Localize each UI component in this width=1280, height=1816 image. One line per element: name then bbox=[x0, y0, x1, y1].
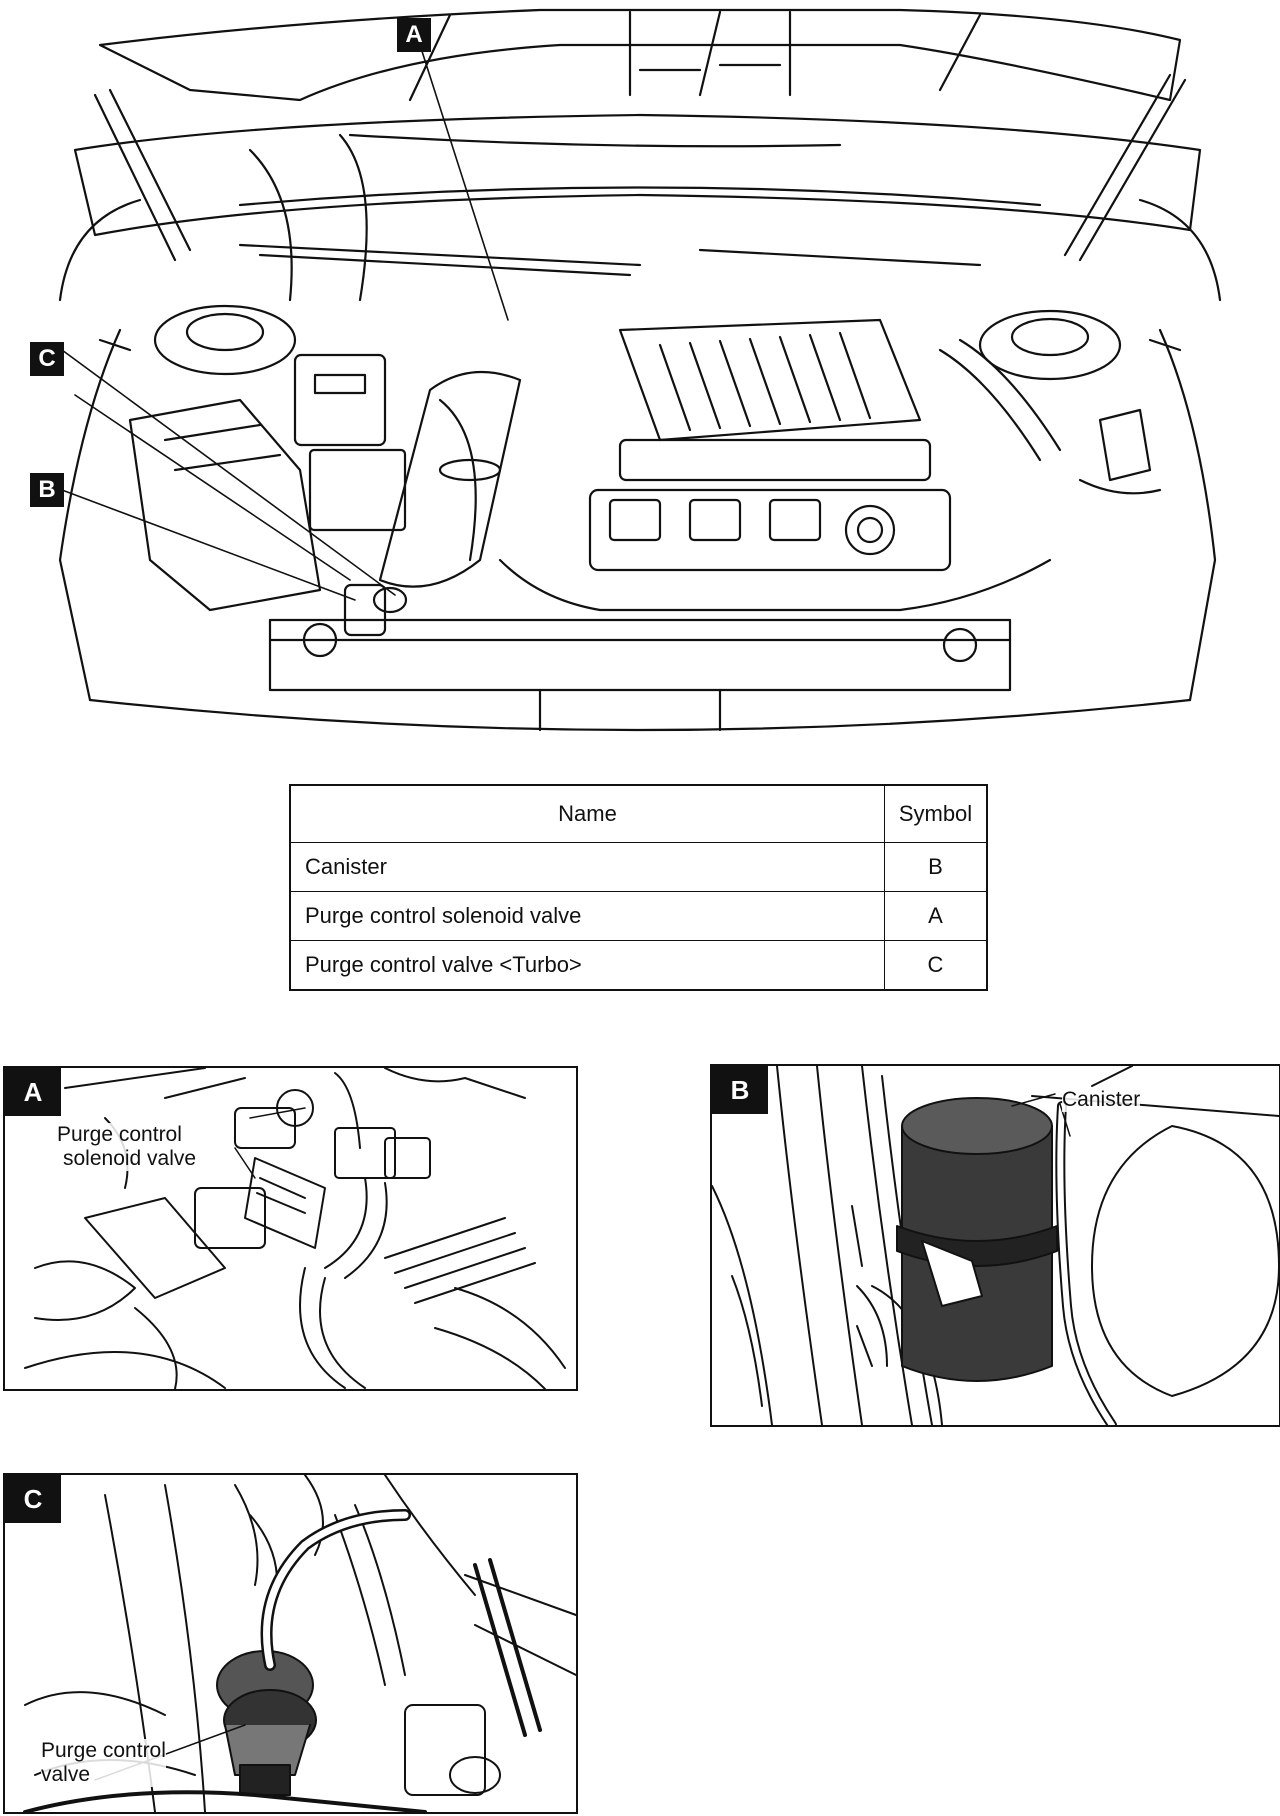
panel-c-tag: C bbox=[5, 1475, 61, 1523]
purge-solenoid-label-line2: solenoid valve bbox=[63, 1147, 197, 1170]
row-name: Canister bbox=[289, 842, 885, 892]
panel-a-tag: A bbox=[5, 1068, 61, 1116]
purge-solenoid-label: Purge control solenoid valve bbox=[57, 1123, 197, 1171]
purge-valve-detail-drawing bbox=[23, 1475, 576, 1812]
purge-valve-label: Purge control valve bbox=[41, 1739, 166, 1787]
panel-b-tag: B bbox=[712, 1066, 768, 1114]
header-name: Name bbox=[289, 784, 885, 843]
detail-panel-b: B Canister bbox=[710, 1064, 1280, 1427]
header-symbol: Symbol bbox=[884, 784, 988, 843]
row-symbol: A bbox=[884, 891, 988, 941]
table-row: Purge control solenoid valve A bbox=[289, 891, 988, 941]
callout-b: B bbox=[30, 473, 64, 507]
component-legend-table: Name Symbol Canister B Purge control sol… bbox=[289, 784, 988, 991]
detail-panel-a: A Purge control solenoid valve bbox=[3, 1066, 578, 1391]
canister-label: Canister bbox=[1062, 1088, 1141, 1112]
purge-valve-label-line2: valve bbox=[41, 1763, 91, 1786]
row-name: Purge control valve <Turbo> bbox=[289, 940, 885, 991]
purge-valve-label-line1: Purge control bbox=[41, 1739, 166, 1762]
engine-bay-illustration bbox=[58, 8, 1222, 732]
purge-solenoid-detail-drawing bbox=[24, 1068, 566, 1389]
table-row: Purge control valve <Turbo> C bbox=[289, 940, 988, 991]
canister-detail-drawing bbox=[712, 1066, 1279, 1425]
table-header-row: Name Symbol bbox=[289, 784, 988, 843]
callout-a: A bbox=[397, 18, 431, 52]
callout-c: C bbox=[30, 342, 64, 376]
detail-panel-c: C Purge control valve bbox=[3, 1473, 578, 1814]
row-name: Purge control solenoid valve bbox=[289, 891, 885, 941]
row-symbol: C bbox=[884, 940, 988, 991]
row-symbol: B bbox=[884, 842, 988, 892]
purge-solenoid-label-line1: Purge control bbox=[57, 1123, 182, 1146]
table-row: Canister B bbox=[289, 842, 988, 892]
